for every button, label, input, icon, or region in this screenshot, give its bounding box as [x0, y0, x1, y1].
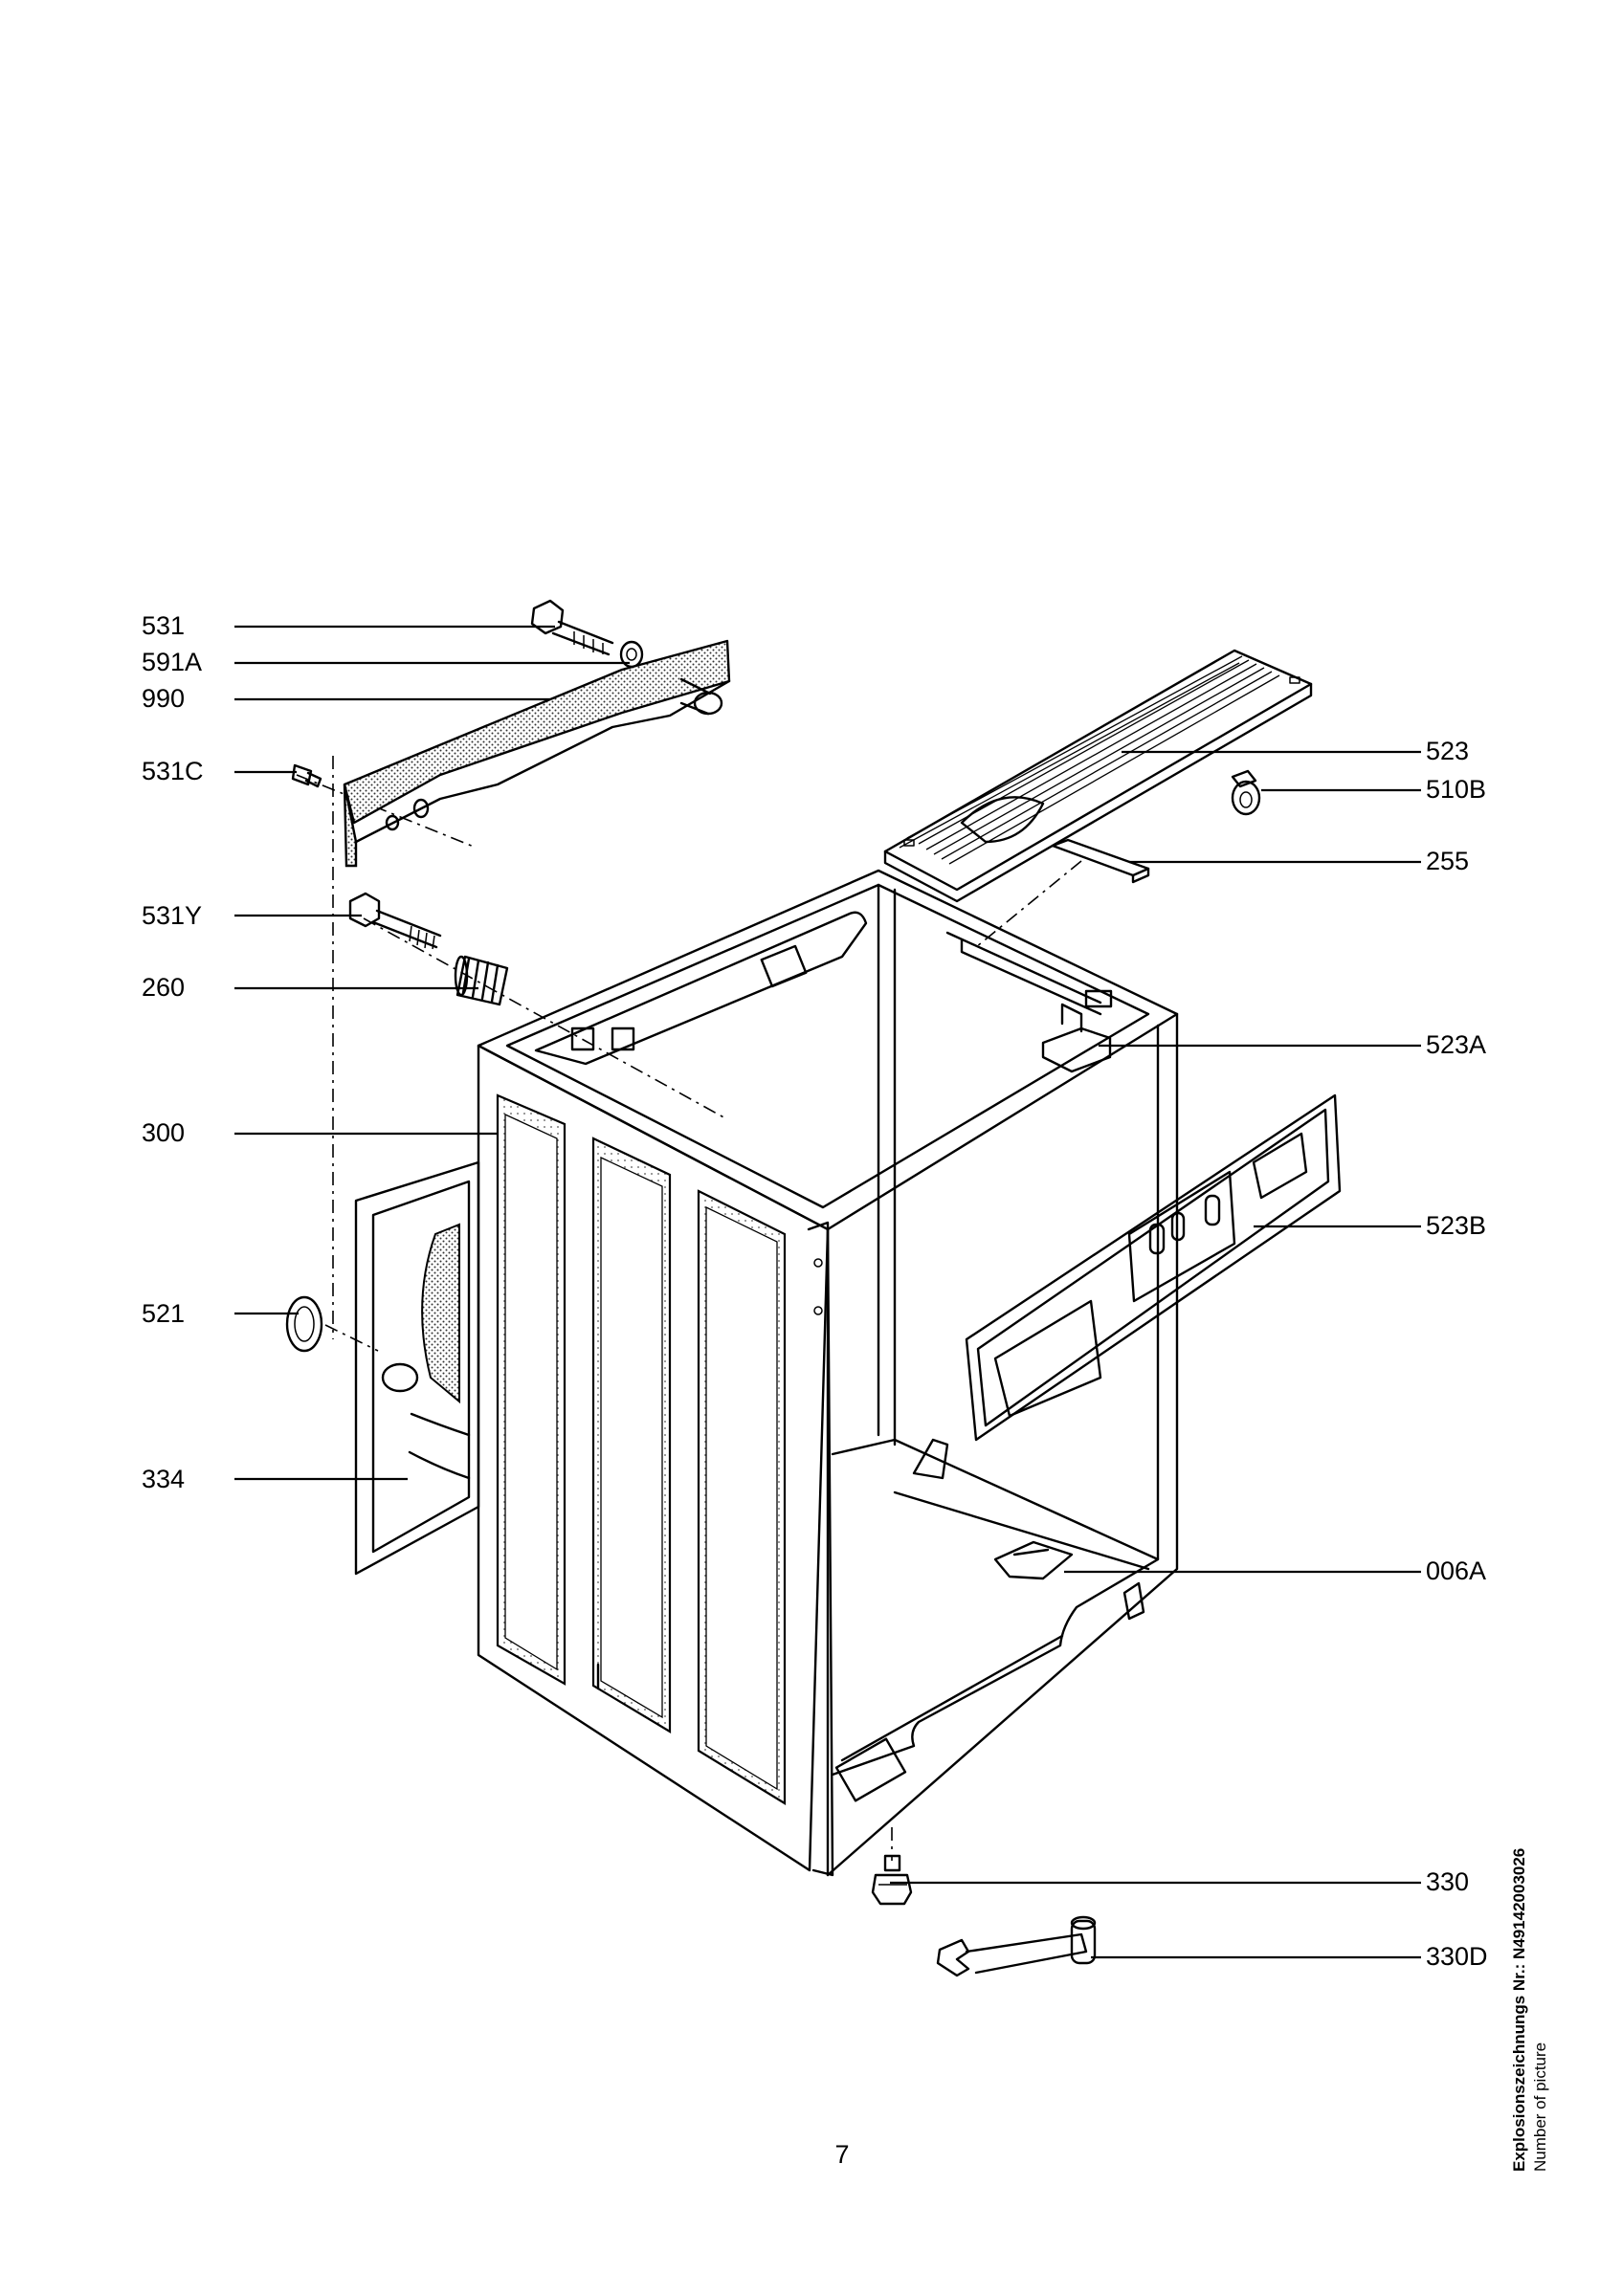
- callout-label: 330D: [1426, 1942, 1488, 1971]
- part-260-coupler: [454, 955, 509, 1006]
- caption-line-1: Explosionszeichnungs Nr.: N49142003026: [1509, 1848, 1530, 2172]
- callout-label: 260: [142, 973, 185, 1002]
- left-leader-lines: [234, 625, 630, 1481]
- part-990-rail: [343, 639, 731, 868]
- drawing-number-caption: Explosionszeichnungs Nr.: N49142003026 N…: [1509, 1848, 1551, 2172]
- part-334-side-panel: [354, 1160, 480, 1576]
- callout-label: 300: [142, 1118, 185, 1147]
- part-591A-washer: [619, 640, 644, 669]
- part-330-foot: [871, 1827, 913, 1906]
- callout-label: 334: [142, 1465, 185, 1493]
- callout-label: 330: [1426, 1867, 1469, 1896]
- part-531-bolt: [530, 599, 614, 656]
- assembly-axis-lines: [296, 756, 1082, 1352]
- caption-line-2: Number of picture: [1531, 2042, 1549, 2172]
- callout-label: 255: [1426, 847, 1469, 875]
- part-510B-clip: [1231, 769, 1261, 816]
- part-531C-screw: [291, 763, 322, 788]
- callout-label: 523B: [1426, 1211, 1486, 1240]
- part-521-ring: [285, 1295, 323, 1353]
- callout-label: 521: [142, 1299, 185, 1328]
- caption-prefix: Explosionszeichnungs Nr.:: [1510, 1959, 1528, 2172]
- drawing-number: N49142003026: [1510, 1847, 1528, 1960]
- page-number: 7: [834, 2140, 850, 2169]
- callout-label: 006A: [1426, 1556, 1486, 1585]
- left-callouts: 531 591A 990 531C 531Y 260 300 521 334: [142, 611, 204, 1493]
- part-255-strip: [1051, 838, 1150, 884]
- part-531Y-bolt: [348, 892, 442, 950]
- part-523-top-plate: [883, 649, 1313, 903]
- callout-label: 510B: [1426, 775, 1486, 804]
- right-callouts: 523 510B 255 523A 523B 006A 330 330D: [1426, 737, 1488, 1971]
- callout-label: 591A: [142, 648, 202, 676]
- part-300-cabinet: [477, 869, 1179, 1877]
- callout-label: 531: [142, 611, 185, 640]
- callout-label: 531Y: [142, 901, 202, 930]
- part-523B-strut: [965, 1093, 1342, 1442]
- callout-label: 990: [142, 684, 185, 713]
- callout-label: 531C: [142, 757, 204, 785]
- part-330D-spanner: [936, 1915, 1097, 1977]
- callout-label: 523A: [1426, 1030, 1486, 1059]
- callout-label: 523: [1426, 737, 1469, 765]
- right-leader-lines: [890, 750, 1421, 1959]
